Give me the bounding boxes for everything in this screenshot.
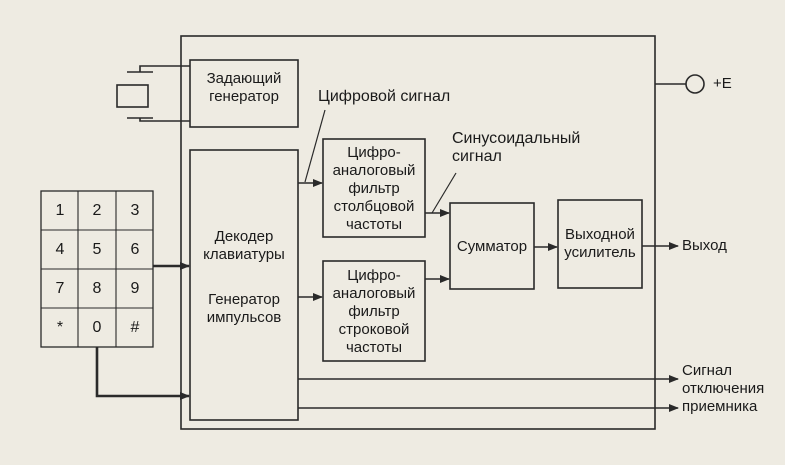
row-filter-box: [322, 260, 426, 362]
sine-signal-leader: [431, 172, 457, 214]
row-filter-label: Цифро- аналоговый фильтр строковой часто…: [332, 267, 416, 356]
key-hash: #: [130, 319, 140, 336]
key-6: 6: [130, 241, 140, 258]
decoder-box: [189, 149, 299, 421]
key-2: 2: [92, 202, 102, 219]
power-label: +E: [713, 75, 732, 92]
column-filter-box: [322, 138, 426, 238]
receiver-off-label: Сигнал отключения приемника: [682, 362, 765, 415]
key-9: 9: [130, 280, 140, 297]
sine-signal-label: Синусоидальный сигнал: [452, 130, 581, 165]
master-oscillator-label: Задающий генератор: [206, 70, 282, 105]
adder-box: [449, 202, 535, 290]
digital-signal-leader: [304, 109, 326, 183]
output-amplifier-label: Выходной усилитель: [564, 226, 636, 261]
crystal-wire-bottom: [139, 118, 190, 122]
key-0: 0: [92, 319, 102, 336]
column-filter-label: Цифро- аналоговый фильтр столбцовой част…: [332, 144, 416, 233]
keyboard-decoder-label: Декодер клавиатуры: [203, 228, 285, 263]
crystal-body: [116, 84, 149, 108]
key-5: 5: [92, 241, 102, 258]
output-label: Выход: [682, 237, 727, 254]
key-star: *: [56, 319, 64, 336]
output-amplifier-box: [557, 199, 643, 289]
key-3: 3: [130, 202, 140, 219]
key-8: 8: [92, 280, 102, 297]
crystal-wire-top: [139, 65, 190, 72]
key-1: 1: [55, 202, 65, 219]
pulse-generator-label: Генератор импульсов: [206, 291, 282, 326]
key-7: 7: [55, 280, 65, 297]
power-terminal: [685, 74, 705, 94]
adder-label: Сумматор: [456, 238, 528, 255]
digital-signal-label: Цифровой сигнал: [318, 88, 451, 105]
master-oscillator-box: [189, 59, 299, 128]
keypad-to-pulse-arrow: [95, 347, 190, 400]
key-4: 4: [55, 241, 65, 258]
chip-frame: [180, 35, 656, 430]
